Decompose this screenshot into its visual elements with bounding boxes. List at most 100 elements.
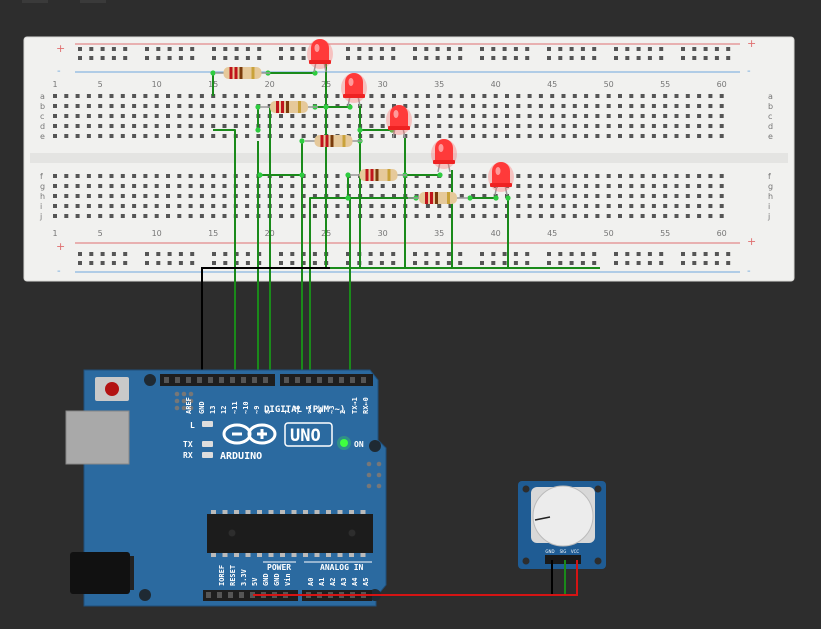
red-led[interactable] — [341, 73, 367, 107]
breadboard-hole — [414, 214, 419, 218]
breadboard-hole — [369, 194, 374, 198]
resistor[interactable] — [305, 135, 362, 147]
digital-header-right[interactable] — [280, 374, 373, 386]
breadboard-hole — [245, 194, 250, 198]
resistor[interactable] — [408, 192, 468, 204]
breadboard-hole — [279, 184, 283, 188]
breadboard-hole — [346, 124, 351, 128]
breadboard-hole — [640, 104, 645, 108]
breadboard-hole — [414, 124, 419, 128]
wire-pin11[interactable] — [213, 129, 236, 380]
breadboard-hole — [471, 194, 476, 198]
breadboard-hole — [437, 204, 442, 208]
rail-hole — [647, 47, 652, 51]
rail-hole — [726, 261, 731, 265]
breadboard-hole — [132, 214, 137, 218]
chip-pin — [360, 510, 366, 514]
wire-gnd[interactable] — [201, 267, 330, 380]
breadboard-hole — [75, 194, 80, 198]
rail-hole — [167, 47, 172, 51]
resistor[interactable] — [215, 67, 270, 79]
breadboard-hole — [211, 214, 216, 218]
rail-hole — [111, 47, 116, 51]
rail-hole — [647, 252, 652, 256]
rail-hole — [446, 252, 451, 256]
breadboard-hole — [584, 214, 589, 218]
red-led[interactable] — [307, 39, 333, 73]
header-pin — [252, 377, 257, 383]
reset-button[interactable] — [105, 382, 119, 396]
chip-pin — [257, 553, 262, 557]
row-letter: d — [40, 122, 45, 131]
rail-hole — [726, 56, 731, 60]
breadboard-hole — [346, 214, 351, 218]
breadboard-hole — [380, 124, 385, 128]
breadboard-hole — [629, 184, 634, 188]
red-led[interactable] — [488, 162, 514, 196]
breadboard-hole — [663, 214, 668, 218]
breadboard-hole — [166, 124, 170, 128]
pot-knob[interactable] — [532, 485, 594, 547]
resistor[interactable] — [260, 101, 318, 113]
rail-hole — [424, 47, 429, 51]
rail-hole — [726, 47, 731, 51]
breadboard-hole — [685, 134, 690, 138]
resistor[interactable] — [350, 169, 407, 181]
breadboard-hole — [154, 94, 159, 98]
header-pin — [328, 377, 333, 383]
breadboard-hole — [629, 214, 634, 218]
breadboard-hole — [708, 204, 713, 208]
breadboard-hole — [708, 134, 713, 138]
breadboard-hole — [584, 104, 589, 108]
breadboard-hole — [493, 124, 498, 128]
breadboard-hole — [166, 194, 170, 198]
red-led[interactable] — [431, 139, 457, 173]
breadboard-hole — [708, 194, 713, 198]
chip-dot — [348, 529, 356, 537]
breadboard-hole — [572, 124, 577, 128]
breadboard-hole — [685, 174, 690, 178]
breadboard-hole — [527, 174, 532, 178]
column-number: 60 — [717, 229, 727, 238]
breadboard-hole — [459, 124, 464, 128]
breadboard-hole — [86, 214, 91, 218]
breadboard-hole — [301, 194, 306, 198]
leds[interactable] — [307, 39, 514, 196]
breadboard-hole — [86, 184, 91, 188]
row-letter: f — [40, 172, 43, 181]
breadboard-hole — [425, 114, 430, 118]
breadboard-hole — [527, 104, 532, 108]
breadboard-hole — [177, 214, 182, 218]
rail-hole — [290, 47, 295, 51]
breadboard-hole — [188, 194, 193, 198]
digital-header-label: DIGITAL (PWM ~) — [264, 405, 345, 415]
rail-hole — [78, 56, 82, 60]
column-number: 45 — [547, 229, 557, 238]
wire-pot-vcc[interactable] — [253, 560, 578, 596]
pot-pin-label: GND — [545, 549, 554, 554]
resistors[interactable] — [215, 67, 468, 204]
breadboard-hole — [143, 124, 148, 128]
breadboard-hole — [233, 124, 238, 128]
rail-hole — [346, 261, 350, 265]
chip-pin — [234, 553, 239, 557]
rail-hole — [491, 261, 496, 265]
wire-pin5[interactable] — [309, 197, 416, 380]
breadboard-hole — [290, 114, 295, 118]
breadboard-hole — [312, 124, 317, 128]
breadboard-hole — [550, 214, 555, 218]
rail-hole — [290, 252, 295, 256]
breadboard-hole — [719, 104, 724, 108]
breadboard-hole — [211, 104, 216, 108]
breadboard-hole — [538, 134, 543, 138]
rail-hole — [480, 252, 484, 256]
breadboard-hole — [392, 184, 396, 188]
chip-pin — [291, 510, 297, 514]
breadboard-hole — [166, 204, 170, 208]
red-led[interactable] — [386, 105, 412, 139]
rail-hole — [525, 47, 530, 51]
